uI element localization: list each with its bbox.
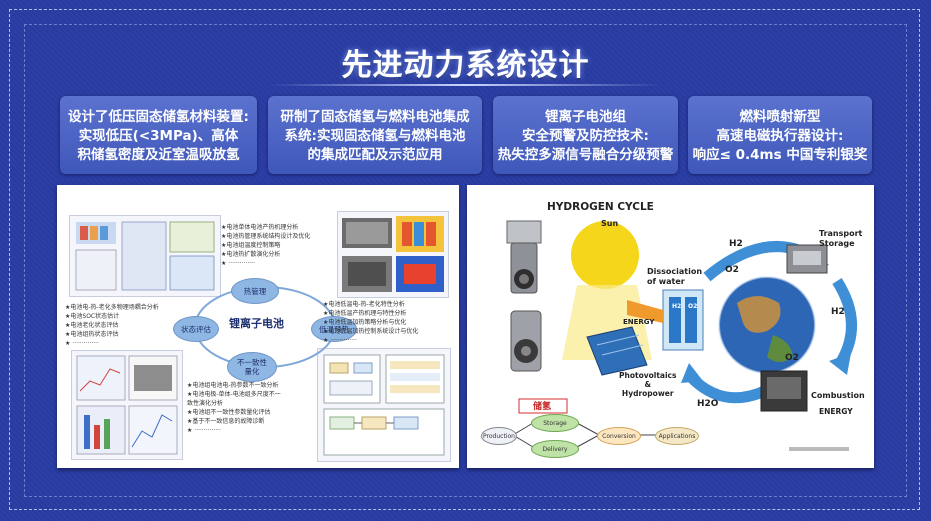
control-diagram-figure — [317, 348, 451, 462]
node-low-temp-preheat: 低温预热 — [311, 316, 357, 342]
dissociation-label: Dissociation of water — [647, 267, 703, 286]
flow-storage: Storage — [531, 414, 579, 432]
flow-applications: Applications — [655, 427, 699, 445]
inner-dashed-frame — [24, 24, 907, 497]
node-inconsistency: 不一致性 量化 — [227, 352, 277, 382]
card-battery-warning: 锂离子电池组安全预警及防控技术:热失控多源信号融合分级预警 — [493, 96, 678, 174]
o2-tank-label: O2 — [688, 303, 698, 310]
combustion-label: Combustion — [811, 391, 865, 400]
title-underline — [270, 84, 661, 86]
h2-tank-label: H2 — [672, 303, 682, 310]
hydrogen-cycle-panel: HYDROGEN CYCLE Sun Dissociation of water… — [467, 185, 874, 468]
node-state-estimation: 状态评估 — [173, 316, 219, 342]
flow-delivery: Delivery — [531, 440, 579, 458]
node-thermal-management: 热管理 — [231, 278, 279, 304]
transport-storage-label: Transport Storage — [819, 229, 863, 248]
card-fuel-cell-integration: 研制了固态储氢与燃料电池集成系统:实现固态储氢与燃料电池的集成匹配及示范应用 — [268, 96, 482, 174]
thermal-model-figure — [69, 215, 221, 297]
hydrogen-cycle-graphic — [506, 220, 857, 451]
sun-label: Sun — [601, 219, 619, 228]
card-storage-material: 设计了低压固态储氢材料装置:实现低压(<3MPa)、高体积储氢密度及近室温吸放氢 — [60, 96, 257, 174]
o2-right-label: O2 — [785, 353, 799, 363]
h2-top-label: H2 — [729, 239, 743, 249]
hydrogen-cycle-title: HYDROGEN CYCLE — [547, 201, 654, 213]
heat-map-figure — [337, 211, 449, 298]
pv-hydropower-label: Photovoltaics & Hydropower — [619, 371, 677, 398]
outer-dashed-frame — [9, 9, 920, 510]
hydrogen-storage-tag: 储氢 — [533, 402, 552, 412]
battery-center-label: 锂离子电池 — [229, 317, 284, 330]
card-injector-actuator: 燃料喷射新型高速电磁执行器设计:响应≤ 0.4ms 中国专利银奖 — [688, 96, 872, 174]
soc-estimation-figure — [71, 350, 183, 460]
o2-top-label: O2 — [725, 265, 739, 275]
energy-left-label: ENERGY — [623, 318, 655, 326]
page-title: 先进动力系统设计 — [341, 48, 590, 83]
flow-conversion: Conversion — [597, 427, 641, 445]
h2o-label: H2O — [697, 399, 719, 409]
energy-right-label: ENERGY — [819, 407, 853, 416]
flow-production: Production — [481, 427, 517, 445]
h2-right-label: H2 — [831, 307, 845, 317]
battery-research-panel: 锂离子电池 热管理 低温预热 不一致性 量化 状态评估 ★电池单体电池产热机理分… — [57, 185, 459, 468]
